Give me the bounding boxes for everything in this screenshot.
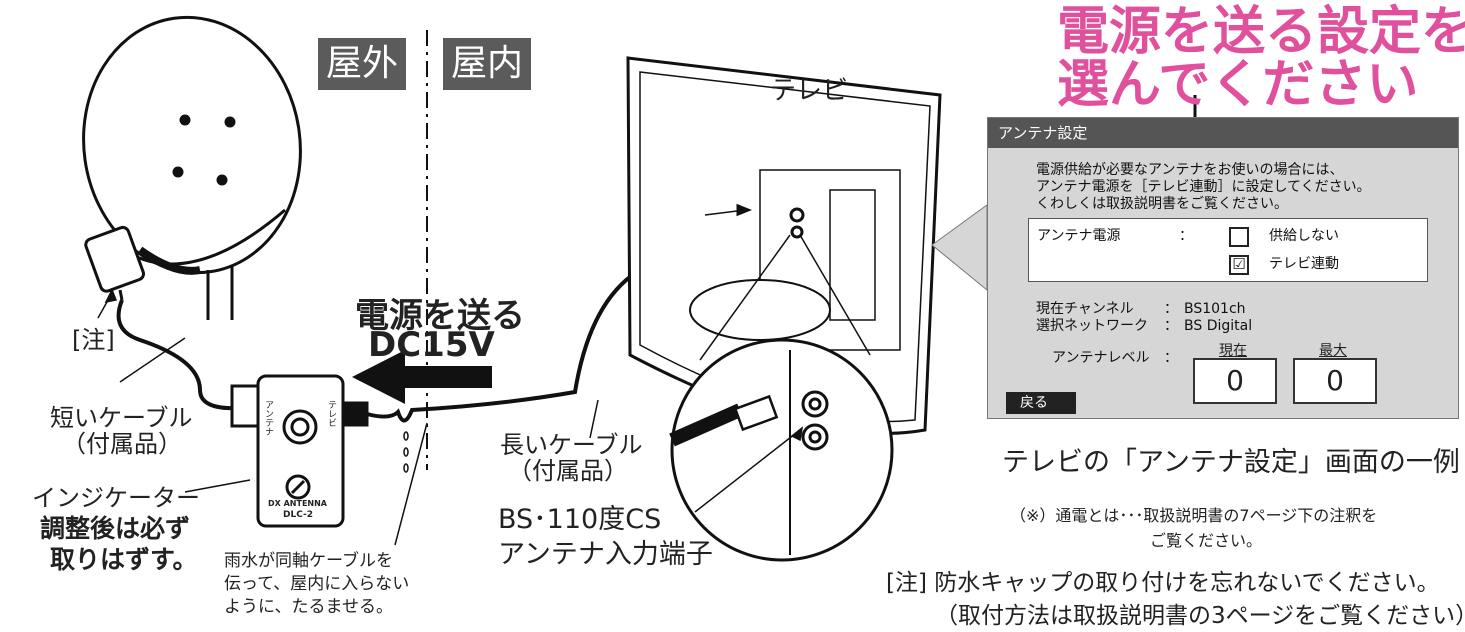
antenna-power-colon: ： xyxy=(1179,228,1193,244)
rain-note-line3: ように、たるませる。 xyxy=(224,597,393,617)
level-max-label: 最大 xyxy=(1319,343,1347,359)
antenna-settings-screen: アンテナ設定 電源供給が必要なアンテナをお使いの場合には、 アンテナ電源を［テレ… xyxy=(987,117,1459,419)
zoom-circle xyxy=(669,234,894,562)
power-send-label: 電源を送る xyxy=(355,296,525,336)
footnote-line1: （※）通電とは･･･取扱説明書の7ページ下の注釈を xyxy=(1010,506,1378,525)
screen-message-1: 電源供給が必要なアンテナをお使いの場合には、 xyxy=(1036,162,1344,178)
screen-caption: テレビの「アンテナ設定」画面の一例 xyxy=(1002,447,1460,478)
screen-title: アンテナ設定 xyxy=(988,118,1458,148)
input-terminal-label1: BS･110度CS xyxy=(498,504,662,535)
power-voltage-label: DC15V xyxy=(368,325,495,365)
channel-label: 現在チャンネル xyxy=(1036,301,1134,317)
level-current-value: 0 xyxy=(1193,358,1277,404)
tv-label: テレビ xyxy=(770,76,849,106)
channel-value: BS101ch xyxy=(1184,301,1246,317)
rain-note-line2: 伝って、屋内に入らない xyxy=(224,574,410,594)
network-value: BS Digital xyxy=(1184,318,1253,334)
footnote-line2: ご覧ください。 xyxy=(1150,531,1263,550)
level-label: アンテナレベル xyxy=(1052,350,1150,366)
option-off-label: 供給しない xyxy=(1269,228,1339,244)
adjust-note-line1: 調整後は必ず xyxy=(40,514,191,543)
power-arrow-icon xyxy=(352,350,492,404)
device-brand: DX ANTENNA xyxy=(268,499,327,508)
raindrop-icon xyxy=(403,431,409,473)
screen-message-3: くわしくは取扱説明書をご覧ください。 xyxy=(1036,196,1288,212)
option-on-label: テレビ連動 xyxy=(1269,256,1339,272)
warning-line2: （取付方法は取扱説明書の3ページをご覧ください） xyxy=(935,603,1465,629)
leader-lines xyxy=(97,288,804,546)
headline-line2: 選んでください xyxy=(1057,55,1419,115)
short-cable-label: 短いケーブル xyxy=(50,404,193,432)
indicator-label: インジケーター xyxy=(32,484,200,512)
network-label: 選択ネットワーク xyxy=(1036,318,1148,334)
outdoor-tag: 屋外 xyxy=(318,38,407,90)
option-off-checkbox[interactable] xyxy=(1229,227,1249,247)
device-model: DLC-2 xyxy=(283,510,314,520)
indoor-tag: 屋内 xyxy=(443,38,532,90)
note-mark-label: [注] xyxy=(72,326,115,354)
short-cable-note: （付属品） xyxy=(62,430,182,458)
device-side-tv: テレビ xyxy=(326,400,336,427)
indicator-device-icon xyxy=(230,374,369,528)
antenna-power-label: アンテナ電源 xyxy=(1037,228,1121,244)
rain-note-line1: 雨水が同軸ケーブルを xyxy=(224,551,393,571)
short-cable xyxy=(116,299,241,411)
channel-colon: ： xyxy=(1164,301,1178,317)
adjust-note-line2: 取りはずす。 xyxy=(50,545,198,574)
input-terminal-label2: アンテナ入力端子 xyxy=(498,539,713,570)
level-max-value: 0 xyxy=(1293,358,1377,404)
level-colon: ： xyxy=(1164,350,1178,366)
long-cable-label: 長いケーブル xyxy=(500,431,643,459)
callout-wedge xyxy=(931,204,988,292)
network-colon: ： xyxy=(1164,318,1178,334)
antenna-power-box: アンテナ電源 ： 供給しない ☑ テレビ連動 xyxy=(1028,218,1428,282)
option-on-checkbox[interactable]: ☑ xyxy=(1229,255,1249,275)
device-side-antenna: アンテナ xyxy=(263,400,273,436)
long-cable-note: （付属品） xyxy=(508,457,628,485)
screen-message-2: アンテナ電源を［テレビ連動］に設定してください。 xyxy=(1036,179,1371,195)
dish-antenna-icon xyxy=(82,15,302,320)
back-button[interactable]: 戻る xyxy=(1006,392,1076,414)
lnb-converter-icon xyxy=(84,225,145,301)
headline-line1: 電源を送る設定を xyxy=(1057,2,1465,62)
warning-line1: [注] 防水キャップの取り付けを忘れないでください。 xyxy=(886,570,1440,596)
level-current-label: 現在 xyxy=(1219,343,1247,359)
